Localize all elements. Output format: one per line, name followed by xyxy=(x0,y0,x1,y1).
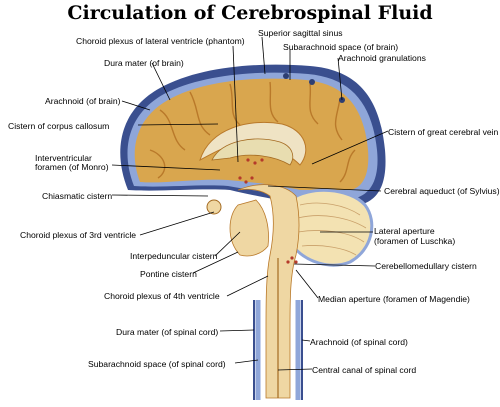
label-chiasmatic-cistern: Chiasmatic cistern xyxy=(42,191,113,201)
label-dura-spinal: Dura mater (of spinal cord) xyxy=(116,327,219,337)
cerebellum xyxy=(288,188,374,267)
cerebellum-folia xyxy=(297,202,367,256)
label-lateral-aperture-1: Lateral aperture xyxy=(374,226,435,236)
label-arachnoid-spinal: Arachnoid (of spinal cord) xyxy=(310,337,408,347)
spinal-sheath xyxy=(255,300,301,400)
spinal-dura xyxy=(253,300,303,400)
label-subarachnoid-brain: Subarachnoid space (of brain) xyxy=(283,42,399,52)
label-interventricular-2: foramen (of Monro) xyxy=(35,162,109,172)
label-cerebral-aqueduct: Cerebral aqueduct (of Sylvius) xyxy=(384,186,500,196)
label-choroid-plexus-3rd: Choroid plexus of 3rd ventricle xyxy=(20,230,137,240)
label-median-aperture: Median aperture (foramen of Magendie) xyxy=(318,294,470,304)
brainstem-spinal-cord xyxy=(237,184,300,399)
label-cistern-great-vein: Cistern of great cerebral vein xyxy=(388,127,499,137)
choroid-plexus-dots xyxy=(238,158,298,264)
label-subarachnoid-spinal: Subarachnoid space (of spinal cord) xyxy=(88,359,226,369)
pituitary xyxy=(206,199,222,215)
label-superior-sagittal-sinus: Superior sagittal sinus xyxy=(258,28,343,38)
leader-lines xyxy=(111,36,389,371)
label-cerebellomedullary-cistern: Cerebellomedullary cistern xyxy=(375,261,477,271)
label-cistern-corpus-callosum: Cistern of corpus callosum xyxy=(8,121,110,131)
label-choroid-plexus-lateral: Choroid plexus of lateral ventricle (pha… xyxy=(76,36,245,46)
pons xyxy=(229,199,269,257)
label-interventricular-1: Interventricular xyxy=(35,153,92,163)
label-lateral-aperture-2: (foramen of Luschka) xyxy=(374,236,456,246)
label-arachnoid-brain: Arachnoid (of brain) xyxy=(45,96,121,106)
label-dura-brain: Dura mater (of brain) xyxy=(104,58,184,68)
gyri-texture xyxy=(149,81,356,183)
label-arachnoid-granulations: Arachnoid granulations xyxy=(338,53,426,63)
label-choroid-plexus-4th: Choroid plexus of 4th ventricle xyxy=(104,291,220,301)
label-central-canal: Central canal of spinal cord xyxy=(312,365,417,375)
label-interpeduncular-cistern: Interpeduncular cistern xyxy=(130,251,218,261)
label-pontine-cistern: Pontine cistern xyxy=(140,269,197,279)
diagram-title: Circulation of Cerebrospinal Fluid xyxy=(67,2,433,24)
lateral-ventricle xyxy=(211,138,294,166)
